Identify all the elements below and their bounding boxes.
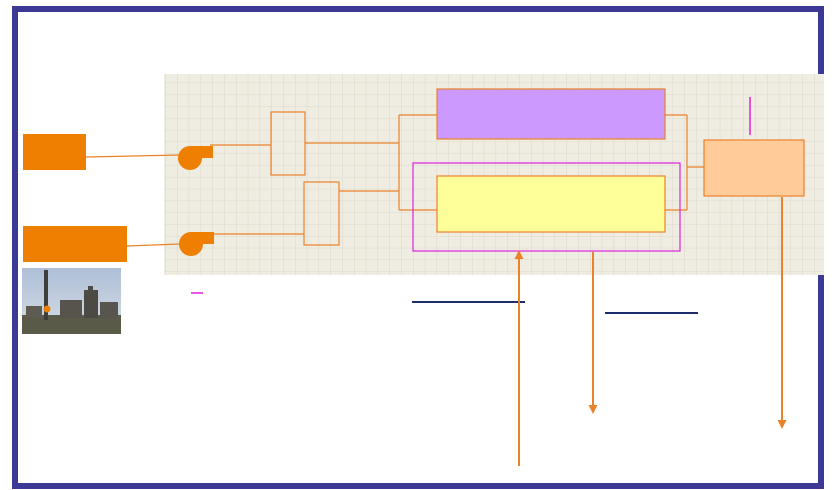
source-box-1 — [23, 134, 86, 170]
purple-process-unit — [436, 88, 666, 140]
magenta-highlight-frame — [412, 162, 681, 252]
source-box-2 — [23, 226, 127, 262]
pipe-network — [85, 114, 704, 247]
splitter-box-1 — [270, 111, 306, 176]
fan-blower-icon — [178, 146, 213, 170]
yellow-process-unit — [436, 175, 666, 233]
fan-blower-icon — [179, 232, 214, 256]
industrial-plant-photo — [22, 268, 121, 334]
splitter-box-2 — [303, 181, 340, 246]
output-unit — [703, 139, 805, 197]
arrow-down-icon — [777, 197, 787, 429]
arrow-down-icon — [588, 252, 598, 414]
arrow-up-icon — [514, 250, 524, 466]
